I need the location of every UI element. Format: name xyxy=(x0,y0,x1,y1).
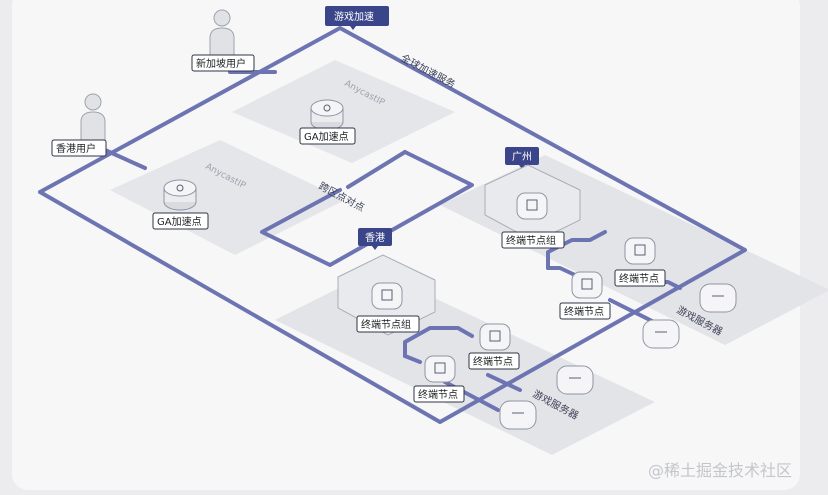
diagram-card xyxy=(12,0,800,490)
hk-node-a-icon xyxy=(479,323,511,351)
watermark: @稀土掘金技术社区 xyxy=(648,461,792,480)
gz-group-node-icon xyxy=(516,192,548,220)
gz-server-icon-2 xyxy=(642,319,680,349)
gz-node-b-label: 终端节点 xyxy=(564,305,604,318)
user-icon-singapore xyxy=(209,9,235,57)
gz-node-a-label-box xyxy=(614,269,666,287)
ga-label-top-box xyxy=(299,127,356,145)
hk-group-node-icon xyxy=(371,282,403,310)
user-label-singapore-box xyxy=(191,54,255,72)
user-icon-hongkong xyxy=(80,93,106,141)
ga-node-icon-left xyxy=(163,179,197,211)
panel-anycast-left xyxy=(110,140,345,255)
ga-label-left: GA加速点 xyxy=(157,216,202,228)
gz-group-label-box xyxy=(501,231,565,249)
hk-node-b-label-box xyxy=(413,385,465,403)
hk-node-b-label: 终端节点 xyxy=(418,388,458,401)
user-label-singapore: 新加坡用户 xyxy=(196,57,246,70)
gz-node-b-icon xyxy=(571,271,603,299)
hk-node-b-icon xyxy=(424,355,456,383)
hk-group-label: 终端节点组 xyxy=(361,318,411,331)
gz-node-b-label-box xyxy=(559,302,611,320)
ga-node-icon-top xyxy=(310,99,344,131)
tag-hongkong-pointer xyxy=(372,246,378,250)
gz-node-a-icon xyxy=(624,237,656,265)
network-lines xyxy=(38,26,747,424)
tag-game-accel-pointer xyxy=(350,26,356,30)
tag-game-accel: 游戏加速 xyxy=(334,10,374,23)
gz-node-a-label: 终端节点 xyxy=(619,272,659,285)
hk-server-icon-2 xyxy=(499,400,537,430)
tag-guangzhou: 广州 xyxy=(512,151,532,163)
gz-group-label: 终端节点组 xyxy=(506,234,556,247)
hk-node-a-label: 终端节点 xyxy=(473,355,513,368)
ga-label-top: GA加速点 xyxy=(304,131,349,143)
ga-label-left-box xyxy=(152,212,209,230)
tag-hongkong: 香港 xyxy=(365,232,385,244)
gz-server-icon-1 xyxy=(699,283,737,313)
hk-server-icon-1 xyxy=(556,365,594,395)
tag-guangzhou-pointer xyxy=(519,165,525,169)
tag-game-accel-bg xyxy=(325,6,389,26)
hk-node-a-label-box xyxy=(468,352,520,370)
tag-hongkong-bg xyxy=(358,228,392,246)
tag-guangzhou-bg xyxy=(505,147,539,165)
user-label-hongkong-box xyxy=(51,139,107,157)
user-label-hongkong: 香港用户 xyxy=(56,142,96,155)
hk-group-label-box xyxy=(356,315,420,333)
